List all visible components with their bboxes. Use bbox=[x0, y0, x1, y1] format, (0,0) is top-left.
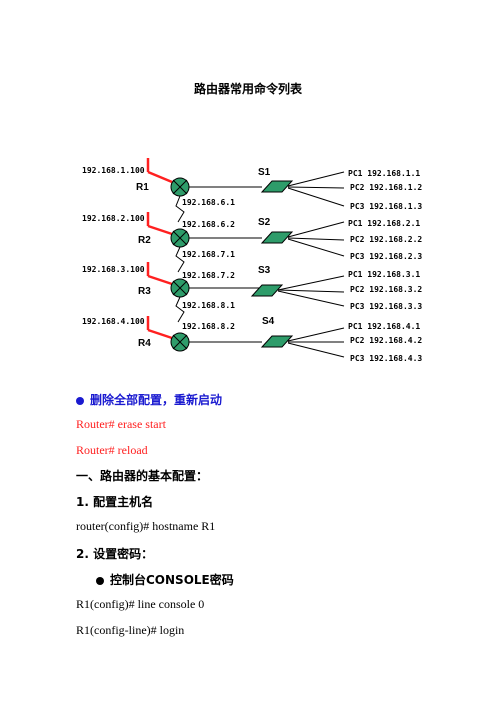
bullet-icon bbox=[96, 576, 104, 585]
pc-label: PC3 192.168.1.3 bbox=[350, 202, 423, 211]
item-password-heading: 2. 设置密码： bbox=[76, 547, 154, 561]
r3-serial-ip-upper: 192.168.7.2 bbox=[182, 271, 235, 280]
pc-label: PC3 192.168.3.3 bbox=[350, 302, 423, 311]
switch-s1 bbox=[260, 171, 345, 207]
router-r1 bbox=[146, 158, 262, 197]
s1-label: S1 bbox=[258, 167, 271, 178]
pc-label: PC1 192.168.2.1 bbox=[348, 219, 421, 228]
bullet-erase-config: 删除全部配置，重新启动 bbox=[76, 391, 222, 408]
bullet-erase-config-text: 删除全部配置，重新启动 bbox=[90, 393, 223, 407]
s3-label: S3 bbox=[258, 265, 271, 276]
r1-label: R1 bbox=[136, 182, 149, 193]
r2-lan-ip: 192.168.2.100 bbox=[82, 214, 145, 223]
r2-serial-ip-lower: 192.168.7.1 bbox=[182, 250, 235, 259]
switch-s3 bbox=[250, 275, 345, 307]
r3-lan-ip: 192.168.3.100 bbox=[82, 265, 145, 274]
command-erase: Router# erase start bbox=[76, 417, 166, 431]
router-r4 bbox=[146, 316, 262, 352]
pc-label: PC2 192.168.4.2 bbox=[350, 336, 423, 345]
command-line-console: R1(config)# line console 0 bbox=[76, 597, 205, 611]
r2-serial-ip-upper: 192.168.6.2 bbox=[182, 220, 235, 229]
page-title: 路由器常用命令列表 bbox=[193, 82, 302, 96]
bullet-console-password-text: 控制台CONSOLE密码 bbox=[110, 573, 234, 587]
r4-serial-ip: 192.168.8.2 bbox=[182, 322, 235, 331]
command-hostname: router(config)# hostname R1 bbox=[76, 519, 216, 533]
r1-lan-ip: 192.168.1.100 bbox=[82, 166, 145, 175]
pc-label: PC1 192.168.3.1 bbox=[348, 270, 421, 279]
bullet-console-password: 控制台CONSOLE密码 bbox=[96, 571, 234, 588]
pc-label: PC1 192.168.1.1 bbox=[348, 169, 421, 178]
r1-serial-ip: 192.168.6.1 bbox=[182, 198, 235, 207]
pc-label: PC1 192.168.4.1 bbox=[348, 322, 421, 331]
pc-label: PC2 192.168.2.2 bbox=[350, 235, 423, 244]
bullet-icon bbox=[76, 396, 84, 405]
pc-label: PC3 192.168.4.3 bbox=[350, 354, 423, 363]
r3-label: R3 bbox=[138, 286, 151, 297]
pc-label: PC2 192.168.3.2 bbox=[350, 285, 423, 294]
switch-s2 bbox=[260, 221, 345, 257]
r4-lan-ip: 192.168.4.100 bbox=[82, 317, 145, 326]
section-heading-basic-config: 一、路由器的基本配置： bbox=[76, 469, 209, 483]
command-login: R1(config-line)# login bbox=[76, 623, 185, 637]
command-reload: Router# reload bbox=[76, 443, 148, 457]
router-r2 bbox=[146, 212, 262, 248]
r4-label: R4 bbox=[138, 338, 151, 349]
s4-label: S4 bbox=[262, 316, 275, 327]
s2-label: S2 bbox=[258, 217, 271, 228]
r2-label: R2 bbox=[138, 235, 151, 246]
pc-label: PC2 192.168.1.2 bbox=[350, 183, 423, 192]
r3-serial-ip-lower: 192.168.8.1 bbox=[182, 301, 235, 310]
switch-s4 bbox=[260, 327, 345, 358]
item-hostname-heading: 1. 配置主机名 bbox=[76, 495, 154, 509]
pc-label: PC3 192.168.2.3 bbox=[350, 252, 423, 261]
router-r3 bbox=[146, 262, 262, 298]
